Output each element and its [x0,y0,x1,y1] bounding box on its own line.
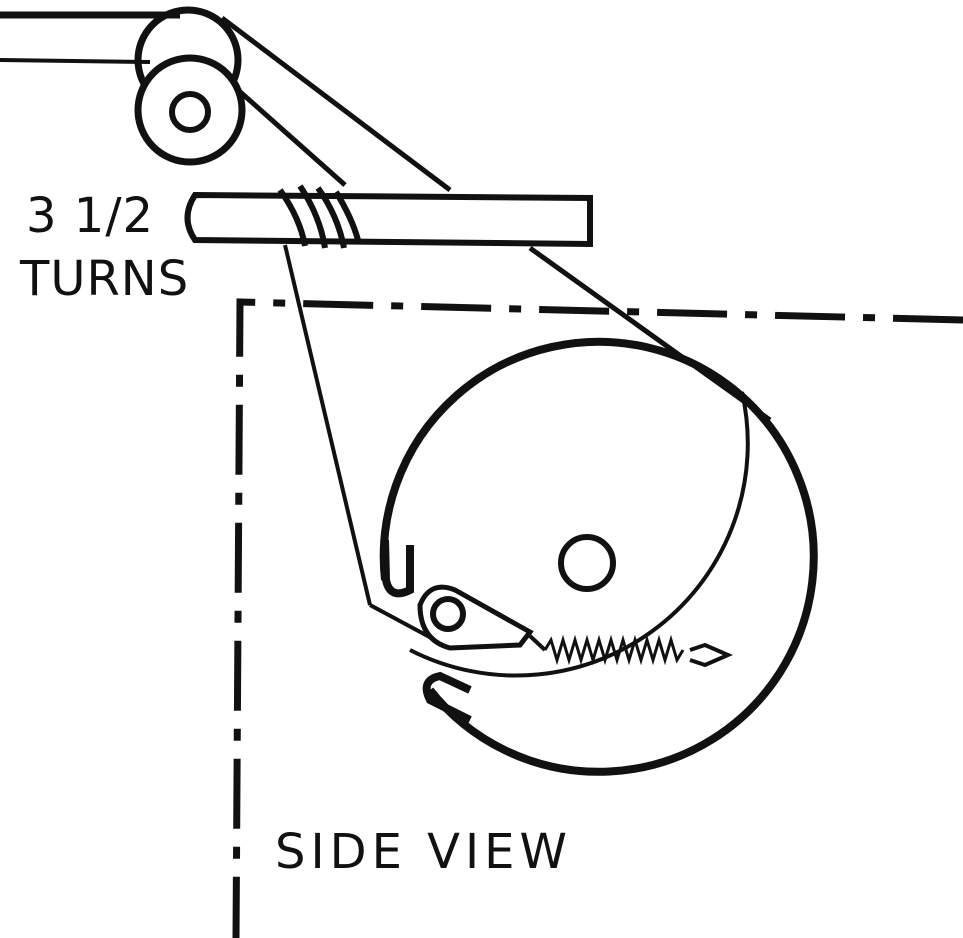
lever-arm [417,584,534,651]
drum [379,337,818,776]
cable-wraps [277,184,361,249]
tension-spring [528,634,734,668]
side-view-boundary [232,298,963,938]
top-rails [0,11,180,64]
side-view-label: SIDE VIEW [275,824,572,880]
turns-label: TURNS [19,251,189,307]
turns-count-label: 3 1/2 [26,188,154,244]
shaft-rod [184,191,593,248]
pulley-assembly [134,6,246,166]
